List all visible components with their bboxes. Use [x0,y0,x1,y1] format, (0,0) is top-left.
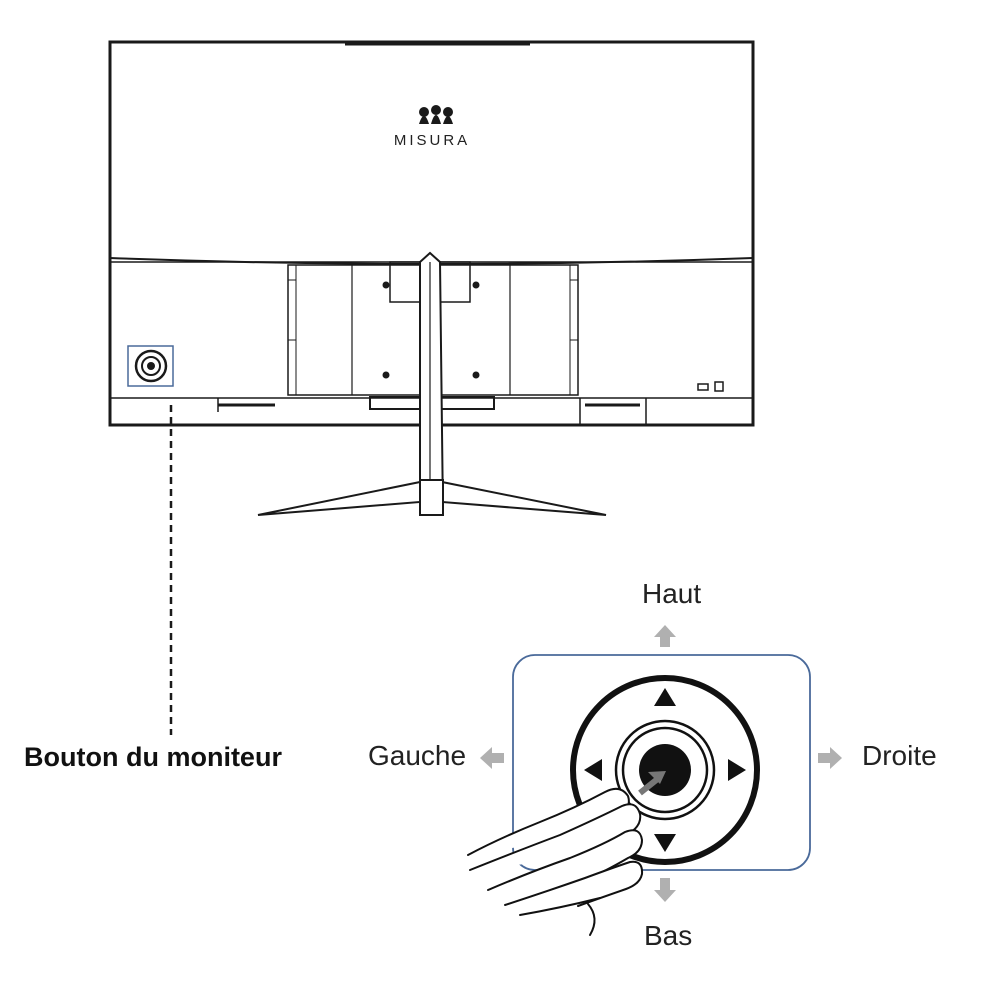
port-icon [697,383,709,391]
stand-leg-left [257,480,421,516]
triangle-up-icon [654,688,676,706]
stand-base-joint [419,479,444,516]
stand-neck [419,251,445,516]
vesa-screw [472,371,480,379]
hand-icon [467,787,644,936]
joystick-on-monitor [127,345,174,387]
lock-icon [714,381,724,392]
misura-logo-icon [419,105,453,124]
arrow-down-icon [654,878,676,902]
direction-label-right: Droite [862,740,937,771]
direction-arrows [480,625,842,902]
arrow-right-icon [818,747,842,769]
vesa-screw [382,281,390,289]
triangle-down-icon [654,834,676,852]
direction-label-up: Haut [642,578,702,609]
triangle-right-icon [728,759,746,781]
stand-leg-right [441,480,607,516]
vesa-screw [382,371,390,379]
arrow-left-icon [480,747,504,769]
monitor-button-label: Bouton du moniteur [24,742,282,772]
brand-name: MISURA [393,132,471,149]
highlight-frame [127,345,174,387]
monitor-stand [257,251,607,516]
detail-frame [512,654,811,871]
arrow-up-icon [654,625,676,647]
direction-label-left: Gauche [368,740,467,771]
triangle-left-icon [584,759,602,781]
vesa-screw [472,281,480,289]
direction-label-down: Bas [644,920,693,951]
